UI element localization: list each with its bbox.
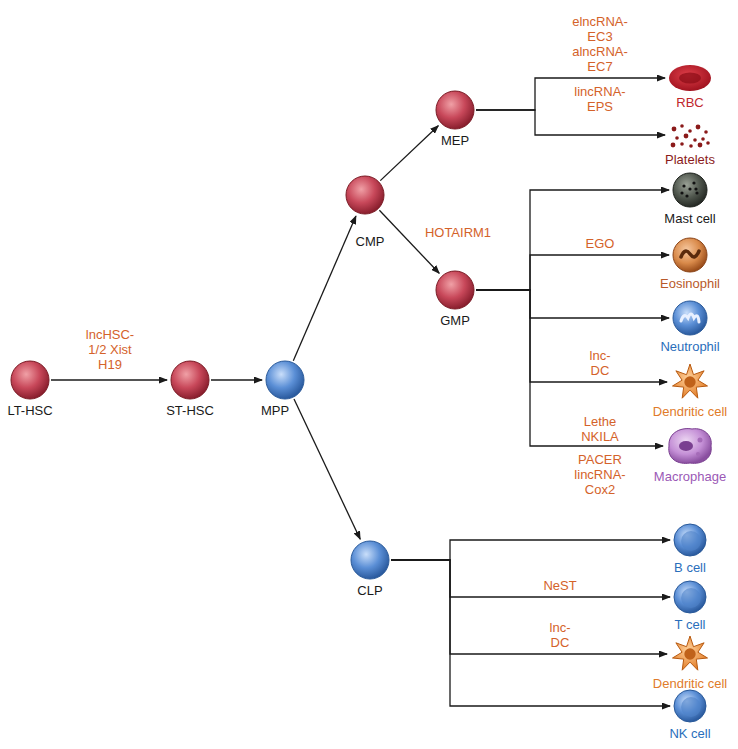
cell-shape (10, 360, 50, 400)
cell-shape (670, 363, 710, 401)
cell-node: CLP (350, 540, 390, 580)
cell-shape (673, 689, 707, 723)
cell-label: LT-HSC (7, 403, 52, 418)
cell-node: RBC (668, 64, 712, 92)
lncrna-label: lnc-DC (589, 348, 612, 378)
lncrna-label: elncRNA-EC3 alncRNA-EC7 (571, 14, 629, 74)
cell-node: Dendritic cell (670, 635, 710, 673)
cell-shape (170, 360, 210, 400)
cell-node: Eosinophil (672, 237, 708, 273)
cell-shape (666, 426, 714, 466)
lncrna-label: lincRNA-EPS (573, 84, 626, 114)
cell-shape (673, 523, 707, 557)
lineage-arrow (476, 290, 663, 446)
lncrna-label: Lethe NKILA (580, 414, 620, 444)
cell-label: CLP (357, 583, 382, 598)
lineage-arrow (380, 126, 438, 181)
cell-node: Platelets (668, 121, 712, 149)
cell-label: Dendritic cell (653, 676, 727, 691)
cell-shape (672, 300, 708, 336)
cell-shape (673, 580, 707, 614)
cell-label: Dendritic cell (653, 404, 727, 419)
cell-shape (672, 237, 708, 273)
lineage-arrow (51, 379, 167, 380)
lncrna-label: EGO (585, 236, 616, 251)
cell-label: B cell (674, 560, 706, 575)
cell-label: RBC (676, 95, 703, 110)
cell-label: Macrophage (654, 469, 726, 484)
cell-shape (435, 90, 475, 130)
cell-label: Platelets (665, 152, 715, 167)
cell-shape (668, 64, 712, 92)
cell-shape (672, 172, 708, 208)
cell-shape (435, 270, 475, 310)
cell-shape (350, 540, 390, 580)
cell-node: GMP (435, 270, 475, 310)
lineage-arrow (293, 216, 356, 361)
cell-node: Macrophage (666, 426, 714, 466)
cell-node: B cell (673, 523, 707, 557)
cell-node: Dendritic cell (670, 363, 710, 401)
cell-node: Neutrophil (672, 300, 708, 336)
lineage-arrow (211, 379, 262, 380)
lineage-arrow (476, 78, 665, 110)
lncrna-label: NeST (542, 578, 577, 593)
cell-node: Mast cell (672, 172, 708, 208)
cell-node: MEP (435, 90, 475, 130)
lineage-arrow (391, 560, 667, 654)
lncrna-label: HOTAIRM1 (424, 225, 492, 240)
cell-label: MEP (441, 133, 469, 148)
cell-label: T cell (675, 617, 706, 632)
cell-node: T cell (673, 580, 707, 614)
cell-label: Neutrophil (660, 339, 719, 354)
lineage-arrow (476, 255, 669, 290)
lineage-arrow (379, 210, 439, 273)
cell-label: ST-HSC (166, 403, 214, 418)
cell-node: LT-HSC (10, 360, 50, 400)
lncrna-label: lnc-DC (549, 620, 572, 650)
lineage-arrow (391, 560, 670, 597)
cell-node: MPP (265, 360, 305, 400)
cell-node: NK cell (673, 689, 707, 723)
cell-shape (670, 635, 710, 673)
lineage-arrow (476, 290, 669, 318)
lineage-arrow (476, 190, 669, 290)
cell-node: ST-HSC (170, 360, 210, 400)
cell-label: CMP (356, 234, 385, 249)
cell-label: MPP (261, 403, 289, 418)
lineage-arrow (294, 399, 360, 539)
lineage-arrow (391, 540, 670, 560)
lncrna-label: lncHSC-1/2 Xist H19 (85, 327, 135, 372)
lineage-arrow (391, 560, 670, 706)
cell-node: CMP (345, 175, 385, 215)
lineage-arrow (476, 290, 667, 382)
cell-shape (345, 175, 385, 215)
cell-label: GMP (440, 313, 470, 328)
lineage-arrow (476, 110, 665, 135)
cell-label: NK cell (669, 726, 710, 741)
cell-label: Eosinophil (660, 276, 720, 291)
cell-shape (668, 121, 712, 149)
cell-label: Mast cell (664, 211, 715, 226)
lncrna-label: PACER lincRNA-Cox2 (573, 452, 626, 497)
cell-shape (265, 360, 305, 400)
